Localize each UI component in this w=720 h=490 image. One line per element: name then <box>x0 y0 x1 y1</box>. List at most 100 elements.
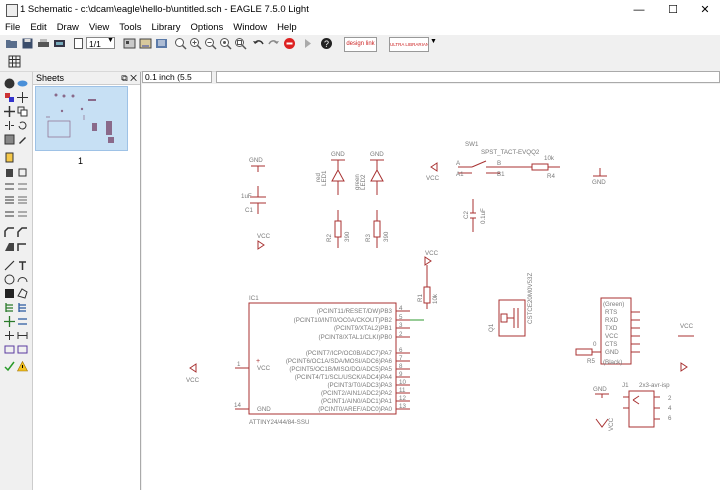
undo-icon[interactable] <box>252 37 265 50</box>
rectangle-icon[interactable] <box>4 288 15 299</box>
info-icon[interactable] <box>4 78 15 89</box>
name-icon[interactable] <box>17 195 28 206</box>
print-icon[interactable] <box>37 37 50 50</box>
menu-tools[interactable]: Tools <box>119 22 142 33</box>
erc-icon[interactable] <box>4 361 15 372</box>
open-folder-icon[interactable] <box>5 37 18 50</box>
r4-resistor[interactable]: 10k R4 <box>500 155 560 180</box>
stop-icon[interactable] <box>283 37 296 50</box>
wire-icon[interactable] <box>4 260 15 271</box>
menu-library[interactable]: Library <box>151 22 181 33</box>
gnd-symbol[interactable]: GND <box>592 168 607 186</box>
board-icon[interactable] <box>123 37 136 50</box>
menu-window[interactable]: Window <box>233 22 268 33</box>
menu-draw[interactable]: Draw <box>56 22 79 33</box>
split-icon[interactable] <box>17 227 28 238</box>
ic1-symbol[interactable]: IC1 ATTINY24/44/84-SSU (PCINT11/RESET/DW… <box>234 295 424 426</box>
maximize-button[interactable]: ☐ <box>668 4 678 16</box>
junction-icon[interactable] <box>4 316 15 327</box>
copy-icon[interactable] <box>17 106 28 117</box>
menu-edit[interactable]: Edit <box>30 22 47 33</box>
sheet-thumbnail[interactable] <box>35 86 128 151</box>
r1-resistor[interactable]: R1 10k <box>417 265 439 309</box>
cam-processor-icon[interactable] <box>53 37 66 50</box>
frame-icon[interactable] <box>4 344 15 355</box>
vcc-symbol[interactable]: VCC <box>257 233 271 250</box>
r2-resistor[interactable]: R2 390 <box>326 210 351 248</box>
chevron-down-icon[interactable]: ▼ <box>107 37 114 44</box>
invoke-icon[interactable] <box>4 241 15 252</box>
vcc-symbol[interactable] <box>680 362 688 372</box>
ultra-librarian-button[interactable]: ULTRA LIBRARIAN <box>389 37 429 52</box>
paste-icon[interactable] <box>4 152 15 163</box>
zoom-redraw-icon[interactable] <box>219 37 232 50</box>
display-icon[interactable] <box>4 92 15 103</box>
close-panel-icon[interactable]: ✕ <box>130 73 137 83</box>
minimize-button[interactable]: — <box>633 4 645 16</box>
delete-icon[interactable] <box>4 167 15 178</box>
zoom-select-icon[interactable] <box>234 37 247 50</box>
zoom-out-icon[interactable] <box>204 37 217 50</box>
vcc-symbol[interactable]: VCC <box>424 250 439 266</box>
smash-icon[interactable] <box>17 209 28 220</box>
c2-capacitor[interactable]: C2 0.1uF <box>463 199 487 232</box>
sheet-icon[interactable] <box>72 37 85 50</box>
r3-resistor[interactable]: R3 390 <box>365 210 390 248</box>
zoom-in-icon[interactable] <box>189 37 202 50</box>
float-panel-icon[interactable]: ⧉ <box>121 73 128 83</box>
q1-resonator[interactable]: Q1 CSTCE20M0V53Z <box>488 273 534 337</box>
vcc-symbol[interactable]: VCC <box>678 323 694 337</box>
j1-isp-header[interactable]: J1 2x3-avr-isp 2 4 6 <box>622 382 672 428</box>
optimize-icon[interactable] <box>17 241 28 252</box>
gateswap-icon[interactable] <box>17 181 28 192</box>
ratsnest-icon[interactable] <box>17 344 28 355</box>
zoom-fit-icon[interactable] <box>174 37 187 50</box>
show-icon[interactable] <box>17 78 28 89</box>
vcc-symbol[interactable]: VCC <box>426 162 440 182</box>
sw1-switch[interactable]: SW1 SPST_TACT-EVQQ2 A A1 B B1 <box>456 141 540 178</box>
net-icon[interactable] <box>17 302 28 313</box>
schematic-canvas[interactable]: IC1 ATTINY24/44/84-SSU (PCINT11/RESET/DW… <box>142 84 720 490</box>
chevron-down-icon[interactable]: ▼ <box>430 38 437 45</box>
vcc-symbol[interactable]: VCC <box>186 363 200 384</box>
r5-resistor[interactable]: 0 R5 <box>575 341 601 365</box>
bus-icon[interactable] <box>4 302 15 313</box>
go-icon[interactable] <box>301 37 314 50</box>
help-icon[interactable]: ? <box>320 37 333 50</box>
menu-view[interactable]: View <box>88 22 110 33</box>
label-icon[interactable] <box>17 316 28 327</box>
gnd-symbol[interactable]: GND <box>593 386 609 398</box>
arc-icon[interactable] <box>17 274 28 285</box>
warning-icon[interactable] <box>17 361 28 372</box>
gnd-symbol[interactable]: GND <box>249 157 265 172</box>
replace-icon[interactable] <box>4 195 15 206</box>
circle-icon[interactable] <box>4 274 15 285</box>
command-input[interactable] <box>216 71 720 83</box>
vcc-symbol[interactable]: VCC <box>595 417 615 431</box>
save-icon[interactable] <box>21 37 34 50</box>
c1-capacitor[interactable]: 1uF C1 <box>241 186 266 214</box>
attribute-icon[interactable] <box>4 330 15 341</box>
redo-icon[interactable] <box>267 37 280 50</box>
move-icon[interactable] <box>4 106 15 117</box>
close-button[interactable]: ✕ <box>700 4 710 16</box>
led2-symbol[interactable]: GND LED2 green <box>354 151 384 195</box>
pinswap-icon[interactable] <box>4 181 15 192</box>
use-library-icon[interactable] <box>155 37 168 50</box>
menu-options[interactable]: Options <box>190 22 224 33</box>
mirror-icon[interactable] <box>4 120 15 131</box>
change-icon[interactable] <box>17 134 28 145</box>
miter-icon[interactable] <box>4 227 15 238</box>
switch-schematic-icon[interactable] <box>139 37 152 50</box>
polygon-icon[interactable] <box>17 288 28 299</box>
add-icon[interactable] <box>17 167 28 178</box>
led1-symbol[interactable]: GND LED1 red <box>315 151 345 195</box>
value-icon[interactable] <box>4 209 15 220</box>
text-icon[interactable] <box>17 260 28 271</box>
sheet-select[interactable]: 1/1 <box>86 37 115 49</box>
rotate-icon[interactable] <box>17 120 28 131</box>
grid-icon[interactable] <box>8 55 21 68</box>
dimension-icon[interactable] <box>17 330 28 341</box>
mark-icon[interactable] <box>17 92 28 103</box>
design-link-button[interactable]: design link <box>344 37 377 52</box>
